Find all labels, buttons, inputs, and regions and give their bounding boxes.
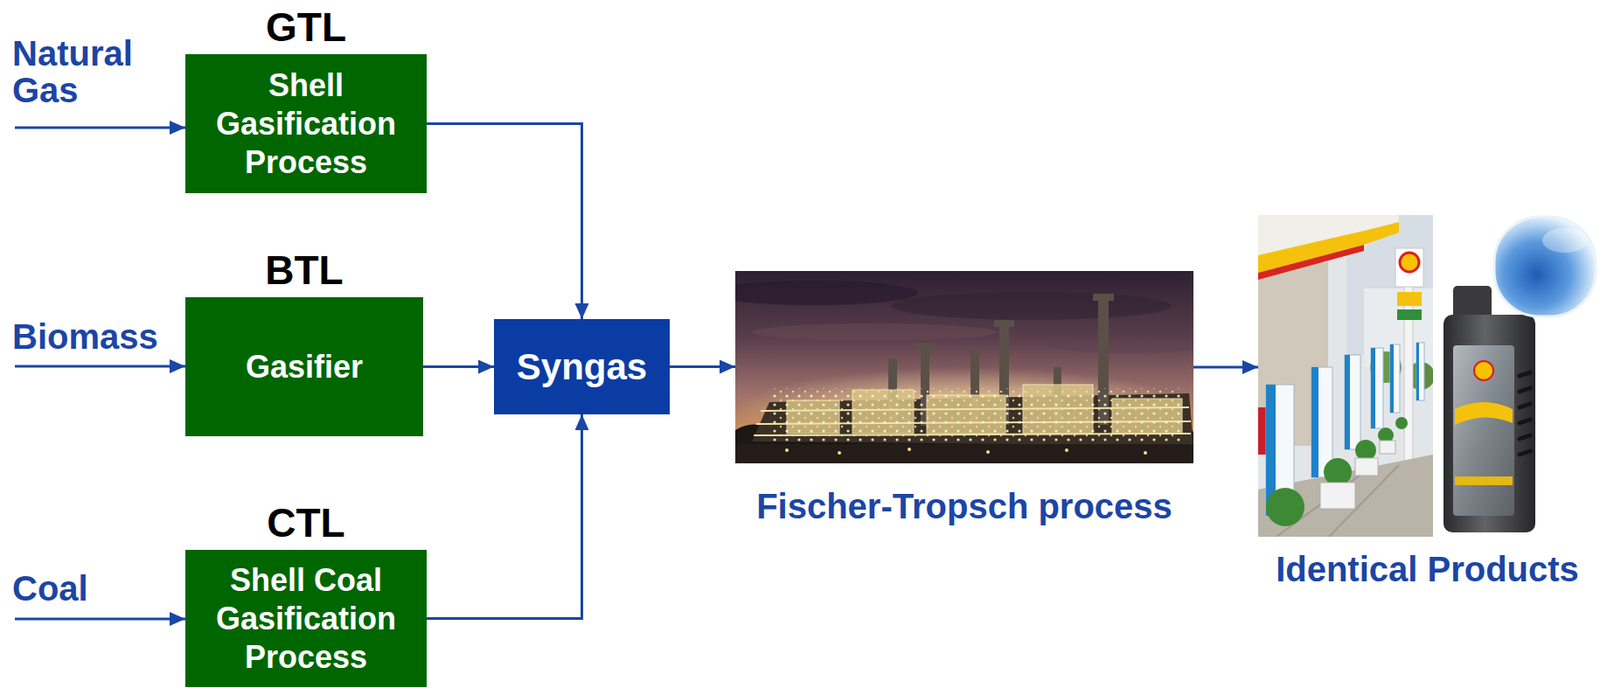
station-photo: [1323, 458, 1352, 487]
station-photo: [1311, 367, 1333, 478]
feed-label: Coal: [12, 570, 179, 607]
plant-photo: [1143, 451, 1148, 455]
oil-bottle: [1453, 345, 1515, 516]
flow-arrow: [1193, 366, 1259, 369]
plant-photo: [735, 271, 1194, 464]
plant-photo: [915, 342, 935, 349]
oil-bottle: [1443, 285, 1536, 533]
plant-photo: [735, 444, 1194, 464]
flow-arrow: [423, 365, 494, 369]
plant-photo: [891, 292, 1172, 320]
blue-logo: [1494, 216, 1596, 317]
box-text: Shell Gasification Process: [197, 66, 415, 182]
oil-bottle: [1519, 435, 1531, 439]
oil-bottle: [1519, 388, 1531, 392]
box-text: Gasifier: [245, 347, 363, 387]
plant-photo: [986, 450, 990, 454]
syngas-box: Syngas: [493, 319, 670, 415]
process-box: GTLShell Gasification Process: [185, 54, 427, 194]
oil-bottle: [1519, 451, 1531, 455]
process-box: BTLGasifier: [185, 297, 424, 437]
oil-bottle: [1519, 419, 1531, 424]
station-photo: [1397, 292, 1422, 307]
plant-photo: [769, 388, 1181, 443]
product-photos: Identical Products: [1258, 215, 1597, 537]
oil-bottle: [1454, 402, 1513, 425]
process-box: CTLShell Coal Gasification Process: [185, 549, 427, 688]
feed-label: Natural Gas: [12, 34, 166, 109]
station-photo: [1311, 367, 1319, 478]
station-photo: [1344, 354, 1361, 450]
box-heading: CTL: [150, 502, 462, 543]
box-heading: BTL: [150, 250, 459, 291]
plant-photo: [1092, 293, 1114, 301]
flow-arrow: [669, 365, 736, 369]
feed-arrow: [14, 127, 186, 620]
station-photo: [1355, 458, 1378, 476]
process-photo: Fischer-Tropsch process: [735, 271, 1194, 464]
station-photo: [1416, 342, 1420, 401]
oil-bottle: [1519, 372, 1531, 376]
feed-arrow: [14, 126, 186, 130]
station-photo: [1258, 215, 1399, 277]
station-photo: [1379, 440, 1396, 454]
feed-arrow: [14, 618, 186, 621]
station-photo: [1416, 342, 1425, 401]
station-photo: [1266, 487, 1305, 527]
station-photo: [1258, 215, 1434, 537]
feed-arrow: [14, 365, 186, 369]
station-photo: [1258, 215, 1434, 537]
box-heading: GTL: [150, 6, 462, 48]
blue-logo: [1494, 216, 1596, 317]
oil-bottle: [1519, 403, 1531, 408]
photo-caption: Fischer-Tropsch process: [756, 486, 1173, 527]
station-photo: [1320, 482, 1356, 509]
plant-photo: [751, 323, 997, 341]
plant-photo: [1049, 337, 1194, 354]
photo-caption: Identical Products: [1275, 549, 1580, 590]
station-photo: [1320, 440, 1396, 509]
box-text: Syngas: [516, 346, 647, 389]
oil-bottle: [1519, 372, 1531, 455]
plant-photo: [738, 367, 1194, 455]
station-photo: [1344, 354, 1350, 450]
plant-photo: [837, 451, 842, 455]
feed-label: Biomass: [12, 318, 179, 355]
blue-logo: [1542, 228, 1588, 253]
station-photo: [1266, 417, 1408, 527]
station-photo: [1355, 439, 1377, 461]
oil-bottle: [1443, 314, 1536, 533]
plant-photo: [735, 280, 919, 306]
station-photo: [1390, 344, 1394, 413]
plant-photo: [994, 320, 1015, 327]
station-photo: [1258, 222, 1399, 273]
station-photo: [1370, 347, 1384, 429]
plant-photo: [1064, 448, 1069, 453]
flow-arrow: [426, 124, 583, 320]
station-photo: [1390, 344, 1400, 413]
station-photo: [1397, 309, 1422, 320]
flow-arrow: [426, 414, 583, 620]
box-text: Shell Coal Gasification Process: [197, 561, 415, 677]
plant-photo: [785, 447, 1148, 455]
station-photo: [1399, 252, 1420, 272]
station-photo: [1395, 417, 1408, 430]
station-photo: [1395, 248, 1424, 287]
plant-photo: [907, 447, 912, 452]
oil-bottle: [1454, 476, 1513, 486]
station-photo: [1258, 244, 1364, 280]
oil-bottle: [1474, 361, 1494, 381]
station-photo: [1370, 347, 1376, 429]
plant-photo: [785, 448, 789, 453]
